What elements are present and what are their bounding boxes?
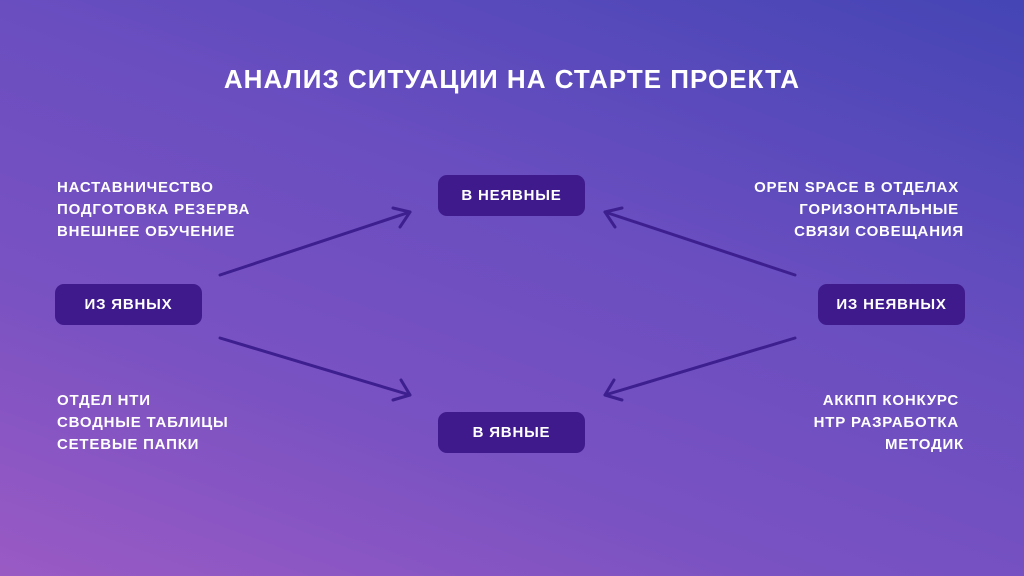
page-title: АНАЛИЗ СИТУАЦИИ НА СТАРТЕ ПРОЕКТА [223,64,801,94]
node-from-explicit: ИЗ ЯВНЫХ [55,284,202,325]
node-to-explicit: В ЯВНЫЕ [438,412,585,453]
arrow-from-explicit-to-explicit [218,336,412,402]
list-item: OPEN SPACE В ОТДЕЛАХ [754,179,959,196]
list-item: АККПП КОНКУРС [822,392,959,409]
list-item: ОТДЕЛ НТИ [57,392,151,409]
list-item: НАСТАВНИЧЕСТВО [57,179,214,196]
list-explicit-to-implicit: НАСТАВНИЧЕСТВО ПОДГОТОВКА РЕЗЕРВА ВНЕШНЕ… [57,177,250,243]
arrow-from-explicit-to-implicit [218,206,412,277]
list-implicit-to-implicit: OPEN SPACE В ОТДЕЛАХ ГОРИЗОНТАЛЬНЫЕ СВЯЗ… [754,177,964,243]
list-item: ПОДГОТОВКА РЕЗЕРВА [57,201,251,218]
list-item: НТР РАЗРАБОТКА [813,414,959,431]
node-from-implicit: ИЗ НЕЯВНЫХ [818,284,965,325]
list-item: ВНЕШНЕЕ ОБУЧЕНИЕ [57,223,236,240]
arrow-from-implicit-to-explicit [603,336,797,402]
list-item: СВОДНЫЕ ТАБЛИЦЫ [57,414,229,431]
node-to-implicit: В НЕЯВНЫЕ [438,175,585,216]
list-explicit-to-explicit: ОТДЕЛ НТИ СВОДНЫЕ ТАБЛИЦЫ СЕТЕВЫЕ ПАПКИ [57,390,229,456]
arrow-from-implicit-to-implicit [603,206,797,277]
list-item: ГОРИЗОНТАЛЬНЫЕ [799,201,959,218]
list-item: СЕТЕВЫЕ ПАПКИ [57,436,200,453]
list-item: СВЯЗИ СОВЕЩАНИЯ [794,223,964,240]
list-implicit-to-explicit: АККПП КОНКУРС НТР РАЗРАБОТКА МЕТОДИК [814,390,964,456]
list-item: МЕТОДИК [885,436,964,453]
